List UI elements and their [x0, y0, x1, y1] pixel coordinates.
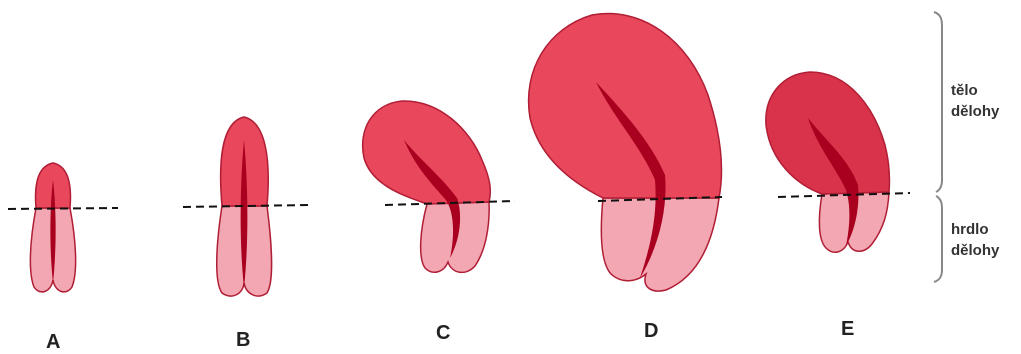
label-uterine-body: tělo dělohy: [951, 80, 999, 122]
uterus-stage-b: [183, 117, 308, 296]
uterus-stage-c: [363, 101, 515, 272]
cervix-brace: [934, 196, 942, 282]
label-body-line1: tělo: [951, 80, 999, 101]
panel-label-a: A: [46, 331, 60, 354]
uterus-e-body: [766, 72, 890, 194]
uterus-d-body: [529, 14, 722, 198]
uterus-c-body: [363, 101, 491, 204]
panel-label-e: E: [841, 318, 854, 341]
uterus-stage-d: [529, 14, 722, 291]
panel-label-c: C: [436, 322, 450, 345]
panel-label-d: D: [644, 320, 658, 343]
boundary-line-a: [8, 208, 118, 209]
body-brace: [934, 12, 942, 192]
panel-label-b: B: [236, 329, 250, 352]
uterus-stage-e: [766, 72, 910, 252]
label-uterine-cervix: hrdlo dělohy: [951, 219, 999, 261]
label-body-line2: dělohy: [951, 101, 999, 122]
label-cervix-line2: dělohy: [951, 240, 999, 261]
uterus-stage-a: [8, 163, 118, 292]
label-cervix-line1: hrdlo: [951, 219, 999, 240]
